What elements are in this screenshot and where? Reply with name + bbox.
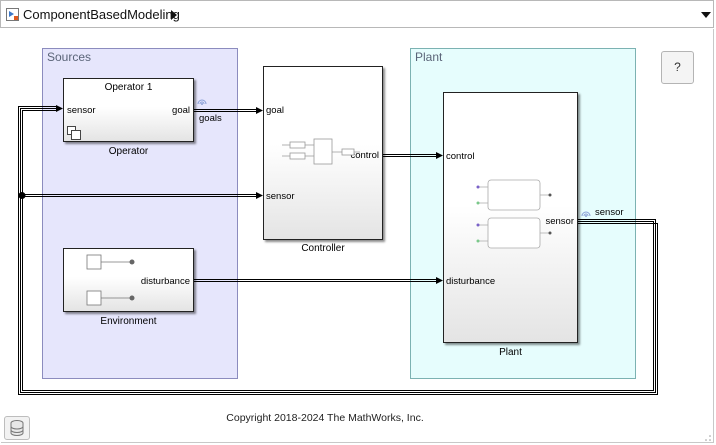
area-plant-title: Plant <box>415 50 443 64</box>
signal-label-sensor[interactable]: sensor <box>595 207 624 218</box>
signal-line-sensor-feedback[interactable] <box>18 106 658 395</box>
plant-block[interactable]: control sensor disturbance <box>443 92 578 343</box>
controller-block[interactable]: goal control sensor <box>263 66 383 240</box>
operator-port-sensor: sensor <box>67 105 96 116</box>
plant-port-control: control <box>446 151 475 162</box>
environment-port-disturbance: disturbance <box>140 276 190 287</box>
controller-block-name[interactable]: Controller <box>301 243 345 254</box>
plant-port-sensor: sensor <box>545 216 574 227</box>
help-button[interactable]: ? <box>661 51 694 84</box>
wireless-signal-icon <box>581 211 591 217</box>
plant-content-thumbnail-icon <box>476 179 552 249</box>
database-icon <box>10 420 24 436</box>
plant-port-disturbance: disturbance <box>446 276 496 287</box>
controller-port-goal: goal <box>266 105 284 116</box>
environment-block-name[interactable]: Environment <box>100 316 157 327</box>
operator-block-name[interactable]: Operator <box>108 146 149 157</box>
operator-block-title: Operator 1 <box>104 82 153 93</box>
signal-line-goal[interactable] <box>194 109 258 112</box>
breadcrumb-arrow-icon[interactable] <box>171 10 177 20</box>
simulink-model-icon[interactable] <box>6 8 19 21</box>
environment-content-thumbnail-icon <box>86 254 135 306</box>
subsystem-reference-icon[interactable] <box>67 126 82 141</box>
controller-port-control: control <box>350 150 379 161</box>
operator-block[interactable]: Operator 1 sensor goal <box>63 78 194 142</box>
controller-content-thumbnail-icon <box>282 138 360 165</box>
chevron-down-icon[interactable] <box>701 12 711 18</box>
operator-port-goal: goal <box>172 105 190 116</box>
area-sources-title: Sources <box>47 50 92 64</box>
copyright-text: Copyright 2018-2024 The MathWorks, Inc. <box>226 412 424 424</box>
signal-line-control[interactable] <box>383 154 438 157</box>
model-data-button[interactable] <box>4 416 30 440</box>
model-name-breadcrumb[interactable]: ComponentBasedModeling <box>23 7 180 22</box>
model-breadcrumb-bar: ComponentBasedModeling <box>0 0 714 28</box>
wireless-signal-icon <box>197 99 207 105</box>
canvas-frame <box>1 29 714 443</box>
controller-port-sensor: sensor <box>266 191 295 202</box>
environment-block[interactable]: disturbance <box>63 248 194 312</box>
signal-label-goals[interactable]: goals <box>199 113 222 124</box>
resize-grip-icon[interactable] <box>704 434 712 442</box>
branch-point <box>18 192 26 199</box>
arrowheads <box>56 105 443 284</box>
plant-block-name[interactable]: Plant <box>499 347 522 358</box>
signal-line-disturbance[interactable] <box>194 279 438 282</box>
